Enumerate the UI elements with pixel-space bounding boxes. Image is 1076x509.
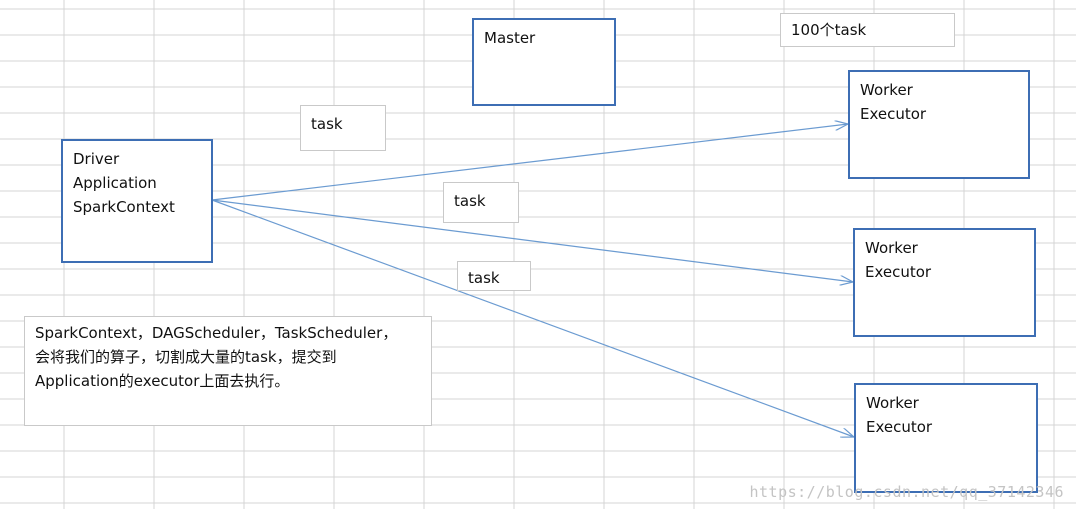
driver-application: Application	[73, 174, 157, 192]
worker-1-executor: Executor	[860, 105, 927, 123]
worker-3-executor: Executor	[866, 418, 933, 436]
master-node: Master	[472, 18, 616, 106]
driver-sparkcontext: SparkContext	[73, 198, 175, 216]
worker-2-title: Worker	[865, 239, 918, 257]
scheduler-note-line-3: Application的executor上面去执行。	[35, 372, 290, 390]
worker-1-title: Worker	[860, 81, 913, 99]
task-count-label: 100个task	[780, 13, 955, 47]
worker-node-3: Worker Executor	[854, 383, 1038, 493]
worker-2-executor: Executor	[865, 263, 932, 281]
task-label-1-text: task	[311, 115, 343, 133]
master-node-label: Master	[484, 29, 536, 47]
task-label-1: task	[300, 105, 386, 151]
worker-node-1: Worker Executor	[848, 70, 1030, 179]
scheduler-note: SparkContext，DAGScheduler，TaskScheduler，…	[24, 316, 432, 426]
worker-node-2: Worker Executor	[853, 228, 1036, 337]
task-label-3: task	[457, 261, 531, 291]
scheduler-note-line-1: SparkContext，DAGScheduler，TaskScheduler，	[35, 324, 398, 342]
driver-title: Driver	[73, 150, 120, 168]
scheduler-note-line-2: 会将我们的算子，切割成大量的task，提交到	[35, 348, 337, 366]
task-count-text: 100个task	[791, 21, 867, 39]
worker-3-title: Worker	[866, 394, 919, 412]
task-label-2: task	[443, 182, 519, 223]
driver-node: Driver Application SparkContext	[61, 139, 213, 263]
task-label-2-text: task	[454, 192, 486, 210]
task-label-3-text: task	[468, 269, 500, 287]
watermark: https://blog.csdn.net/qq_37142346	[749, 483, 1064, 501]
